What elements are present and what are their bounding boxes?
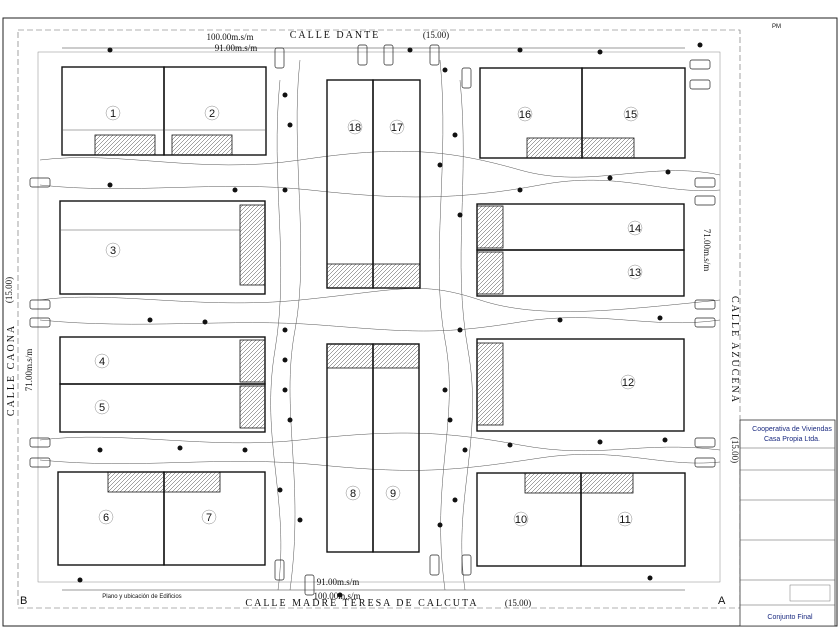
building-4: 4 bbox=[59, 336, 266, 385]
building-15: 15 bbox=[581, 67, 686, 159]
building-number: 2 bbox=[209, 108, 215, 120]
building-number: 11 bbox=[619, 514, 630, 526]
property-boundary bbox=[17, 29, 741, 609]
corner-marker-top-right: PM bbox=[772, 24, 781, 30]
street-width-north: (15.00) bbox=[423, 30, 449, 40]
parking-cars bbox=[29, 44, 716, 596]
building-13: 13 bbox=[476, 249, 685, 297]
building-number: 14 bbox=[629, 223, 641, 235]
corner-marker-bottom-right: A bbox=[718, 595, 726, 607]
title-org-line1: Cooperativa de Viviendas bbox=[752, 426, 832, 433]
building-3: 3 bbox=[59, 200, 266, 295]
plan-caption: Plano y ubicación de Edificios bbox=[102, 594, 181, 600]
building-number: 7 bbox=[206, 512, 212, 524]
building-2: 2 bbox=[163, 66, 267, 156]
street-name-north: CALLE DANTE bbox=[290, 30, 381, 41]
building-number: 15 bbox=[625, 109, 637, 121]
dimension-south-total: 100.00m.s/m bbox=[313, 591, 360, 601]
building-number: 1 bbox=[110, 108, 116, 120]
street-width-west: (15.00) bbox=[4, 277, 14, 303]
building-number: 10 bbox=[515, 514, 527, 526]
title-sheet-label: Conjunto Final bbox=[767, 614, 813, 621]
building-number: 8 bbox=[350, 488, 356, 500]
building-number: 13 bbox=[629, 267, 641, 279]
street-width-south: (15.00) bbox=[505, 598, 531, 608]
building-number: 12 bbox=[622, 377, 634, 389]
building-16: 16 bbox=[479, 67, 583, 159]
building-18: 18 bbox=[326, 79, 374, 289]
title-block: Cooperativa de Viviendas Casa Propia Ltd… bbox=[739, 419, 836, 627]
building-number: 17 bbox=[391, 122, 403, 134]
building-number: 18 bbox=[349, 122, 361, 134]
building-number: 9 bbox=[390, 488, 396, 500]
corner-marker-bottom-left: B bbox=[20, 595, 27, 607]
building-6: 6 bbox=[57, 471, 165, 566]
building-8: 8 bbox=[326, 343, 374, 553]
building-number: 16 bbox=[519, 109, 531, 121]
building-10: 10 bbox=[476, 472, 582, 567]
building-5: 5 bbox=[59, 383, 266, 433]
dimension-east: 71.00m.s/m bbox=[702, 229, 712, 272]
dimension-west: 71.00m.s/m bbox=[24, 349, 34, 392]
sheet-border bbox=[2, 17, 838, 627]
street-name-east: CALLE AZUCENA bbox=[729, 296, 740, 404]
dimension-north-inner: 91.00m.s/m bbox=[215, 43, 258, 53]
title-org-line2: Casa Propia Ltda. bbox=[764, 436, 820, 443]
street-name-west: CALLE CAONA bbox=[6, 324, 17, 416]
trees bbox=[77, 42, 703, 598]
building-1: 1 bbox=[61, 66, 165, 156]
contour-lines bbox=[39, 59, 721, 591]
street-width-east: (15.00) bbox=[730, 437, 740, 463]
dimension-north-total: 100.00m.s/m bbox=[206, 32, 253, 42]
building-number: 4 bbox=[99, 356, 105, 368]
building-14: 14 bbox=[476, 203, 685, 251]
street-name-south: CALLE MADRE TERESA DE CALCUTA bbox=[245, 598, 478, 609]
building-number: 5 bbox=[99, 402, 105, 414]
building-7: 7 bbox=[163, 471, 266, 566]
building-9: 9 bbox=[372, 343, 420, 553]
building-12: 12 bbox=[476, 338, 685, 432]
building-number: 3 bbox=[110, 245, 116, 257]
dimension-south-inner: 91.00m.s/m bbox=[317, 577, 360, 587]
building-11: 11 bbox=[580, 472, 686, 567]
building-17: 17 bbox=[372, 79, 421, 289]
inner-boundary bbox=[37, 51, 721, 583]
building-number: 6 bbox=[103, 512, 109, 524]
